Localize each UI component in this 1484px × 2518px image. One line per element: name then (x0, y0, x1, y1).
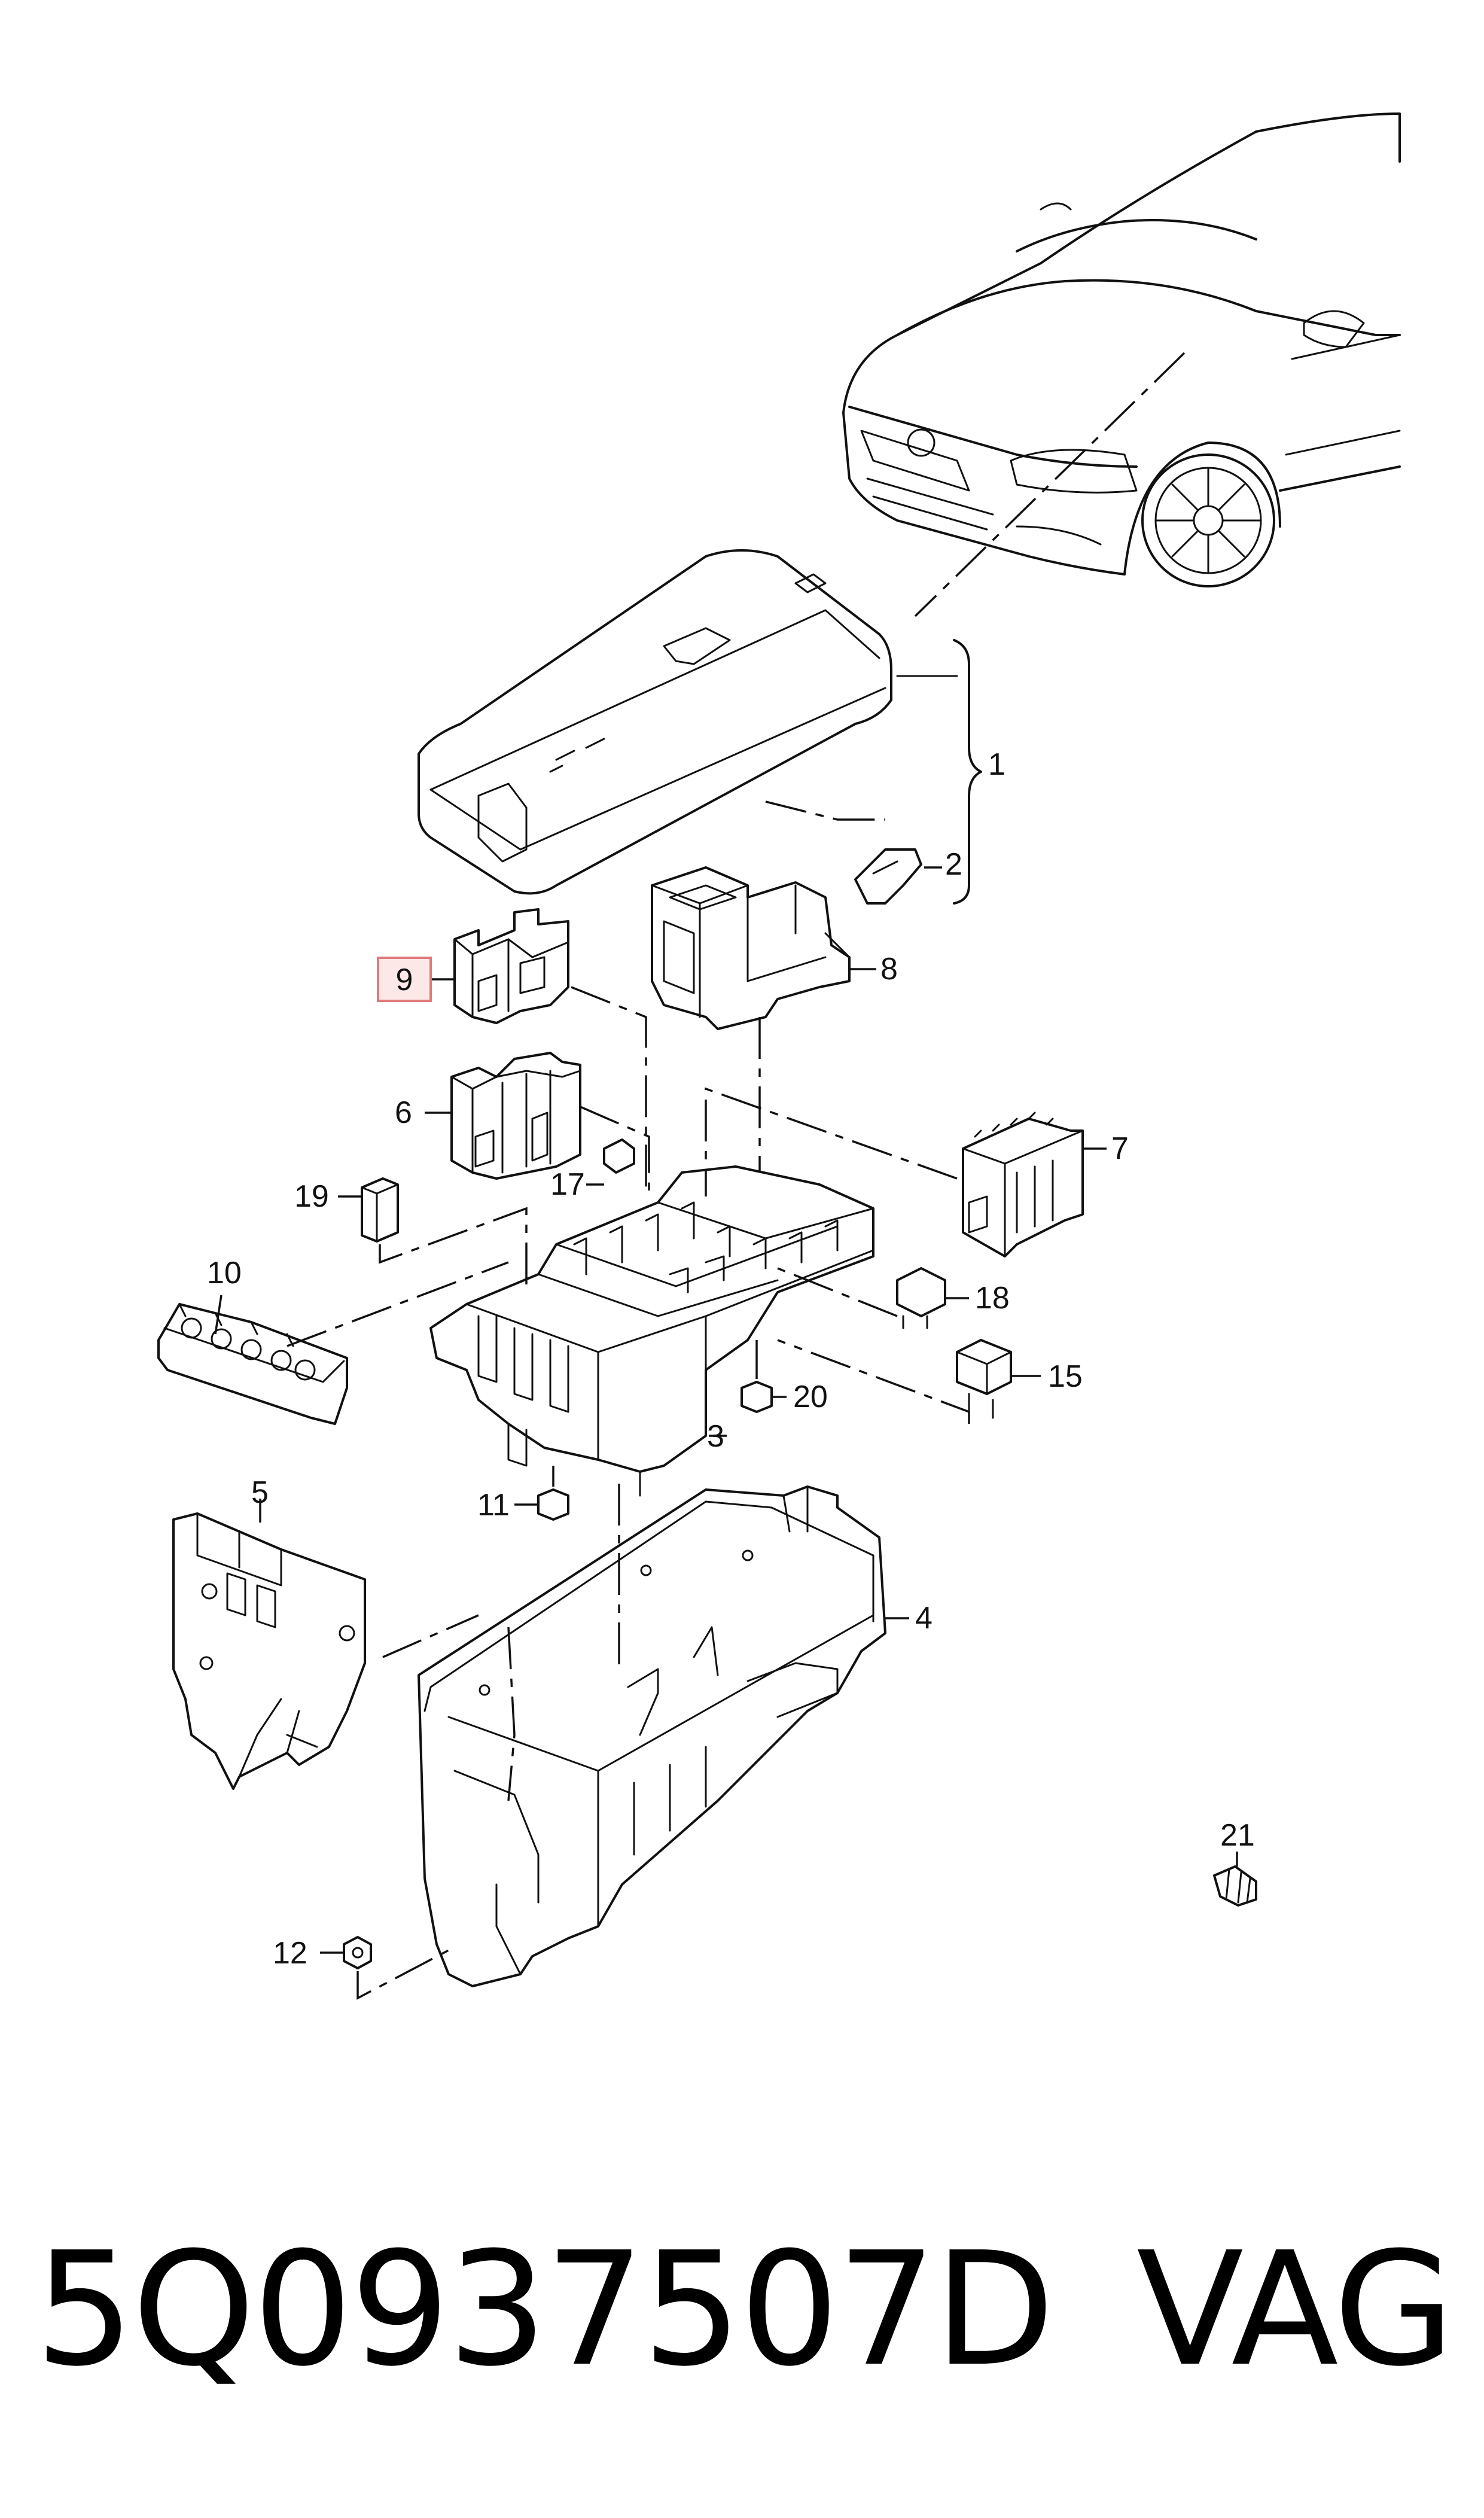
part-7-module (705, 1087, 1107, 1258)
vehicle-illustration (842, 112, 1401, 617)
callout-19: 19 (294, 1179, 329, 1214)
callout-3: 3 (707, 1419, 724, 1454)
part-18-fuse (777, 1267, 969, 1329)
callout-2: 2 (945, 847, 962, 882)
part-15-relay (777, 1339, 1041, 1424)
part-1-cover (418, 549, 958, 895)
part-8-relay-holder (651, 866, 876, 1191)
part-2-clip (765, 800, 942, 905)
part-20-nut (741, 1340, 787, 1413)
part-number: 5Q0937507D (35, 2218, 1055, 2401)
part-17-fuse (586, 1138, 635, 1186)
callout-9-highlight (377, 957, 432, 1002)
callout-18: 18 (975, 1281, 1010, 1316)
callout-21: 21 (1220, 1818, 1255, 1853)
callout-15: 15 (1048, 1359, 1083, 1394)
callout-6: 6 (395, 1095, 412, 1130)
part-3-fuse-box (429, 1165, 874, 1497)
callout-1: 1 (988, 747, 1005, 782)
part-4-housing (418, 1484, 909, 1987)
part-12-nut (320, 1936, 449, 2000)
part-21-stud (1213, 1852, 1257, 1907)
callout-5: 5 (251, 1475, 269, 1510)
callout-4: 4 (915, 1601, 933, 1636)
callout-7: 7 (1111, 1131, 1129, 1166)
callout-labels: 1 2 3 4 5 6 7 8 9 10 11 12 15 17 18 19 2… (207, 747, 1255, 1971)
brand-name: VAG (1136, 2218, 1455, 2401)
part-5-bracket (172, 1499, 479, 1790)
callout-8: 8 (880, 952, 898, 987)
part-10-fuse-strip (157, 1261, 509, 1425)
part-19-connector (338, 1177, 528, 1286)
part-6-holder (425, 1052, 650, 1191)
callout-20: 20 (793, 1380, 828, 1414)
callout-12: 12 (273, 1936, 307, 1971)
callout-11: 11 (477, 1488, 510, 1523)
callout-17: 17 (550, 1167, 585, 1202)
bracket-part-1 (953, 639, 982, 905)
part-11-nut (514, 1466, 569, 1521)
callout-10: 10 (207, 1256, 242, 1290)
callout-9: 9 (396, 963, 413, 997)
part-9-holder (431, 908, 647, 1191)
